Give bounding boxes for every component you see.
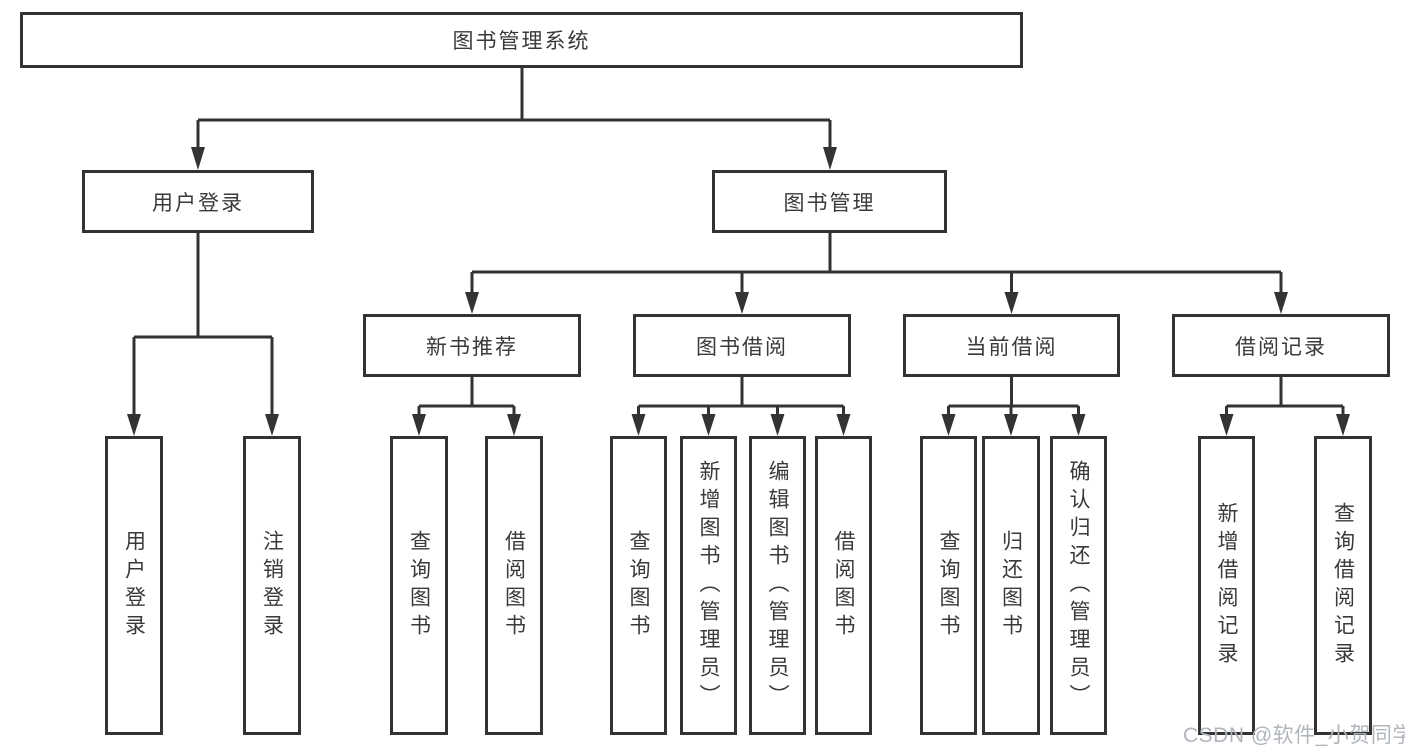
leaf-borrow-books-recommend-label: 借阅图书: [502, 529, 526, 642]
csdn-watermark: CSDN @软件_小贺同学: [1183, 724, 1405, 747]
node-book-borrow-label: 图书借阅: [696, 335, 788, 359]
connector-user-login-children: [127, 233, 279, 436]
leaf-logout: 注销登录: [243, 436, 301, 735]
node-book-borrow: 图书借阅: [633, 314, 851, 377]
leaf-query-borrow-record-label: 查询借阅记录: [1331, 501, 1355, 670]
leaf-add-borrow-record-label: 新增借阅记录: [1215, 501, 1238, 670]
leaf-query-books-recommend-label: 查询图书: [407, 529, 431, 642]
node-borrow-records-label: 借阅记录: [1235, 335, 1327, 359]
leaf-add-borrow-record: 新增借阅记录: [1198, 436, 1255, 735]
node-root-label: 图书管理系统: [452, 30, 591, 53]
leaf-query-books-borrow-label: 查询图书: [627, 529, 650, 642]
leaf-logout-label: 注销登录: [260, 529, 284, 642]
leaf-query-books-current-label: 查询图书: [937, 529, 960, 642]
leaf-edit-books-admin-label: 编辑图书（管理员）: [766, 459, 789, 712]
leaf-query-books-current: 查询图书: [920, 436, 977, 735]
node-borrow-records: 借阅记录: [1172, 314, 1390, 377]
leaf-edit-books-admin: 编辑图书（管理员）: [749, 436, 806, 735]
connector-new-book-children: [412, 377, 521, 436]
leaf-add-books-admin-label: 新增图书（管理员）: [697, 459, 720, 712]
connector-book-mgmt-children: [465, 233, 1288, 314]
leaf-query-books-borrow: 查询图书: [610, 436, 667, 735]
leaf-borrow-books-recommend: 借阅图书: [485, 436, 543, 735]
node-current-borrow: 当前借阅: [903, 314, 1120, 377]
node-new-book-recommend: 新书推荐: [363, 314, 581, 377]
node-book-management-label: 图书管理: [783, 191, 876, 215]
connector-current-borrow-children: [941, 377, 1086, 436]
leaf-return-books: 归还图书: [982, 436, 1040, 735]
leaf-query-borrow-record: 查询借阅记录: [1314, 436, 1372, 735]
leaf-user-login: 用户登录: [105, 436, 163, 735]
leaf-query-books-recommend: 查询图书: [390, 436, 448, 735]
node-user-login: 用户登录: [82, 170, 314, 233]
node-user-login-label: 用户登录: [152, 191, 244, 215]
leaf-confirm-return-admin-label: 确认归还（管理员）: [1067, 459, 1090, 712]
node-root-library-system: 图书管理系统: [20, 12, 1023, 68]
leaf-borrow-books: 借阅图书: [815, 436, 872, 735]
node-book-management: 图书管理: [712, 170, 947, 233]
connector-borrow-records-children: [1219, 377, 1350, 436]
node-current-borrow-label: 当前借阅: [965, 335, 1058, 359]
leaf-borrow-books-label: 借阅图书: [832, 529, 855, 642]
node-new-book-recommend-label: 新书推荐: [426, 335, 518, 359]
leaf-confirm-return-admin: 确认归还（管理员）: [1050, 436, 1107, 735]
leaf-add-books-admin: 新增图书（管理员）: [680, 436, 737, 735]
connector-root-to-level2: [191, 68, 837, 170]
leaf-user-login-label: 用户登录: [122, 529, 146, 642]
leaf-return-books-label: 归还图书: [999, 529, 1023, 642]
connector-book-borrow-children: [631, 377, 851, 436]
